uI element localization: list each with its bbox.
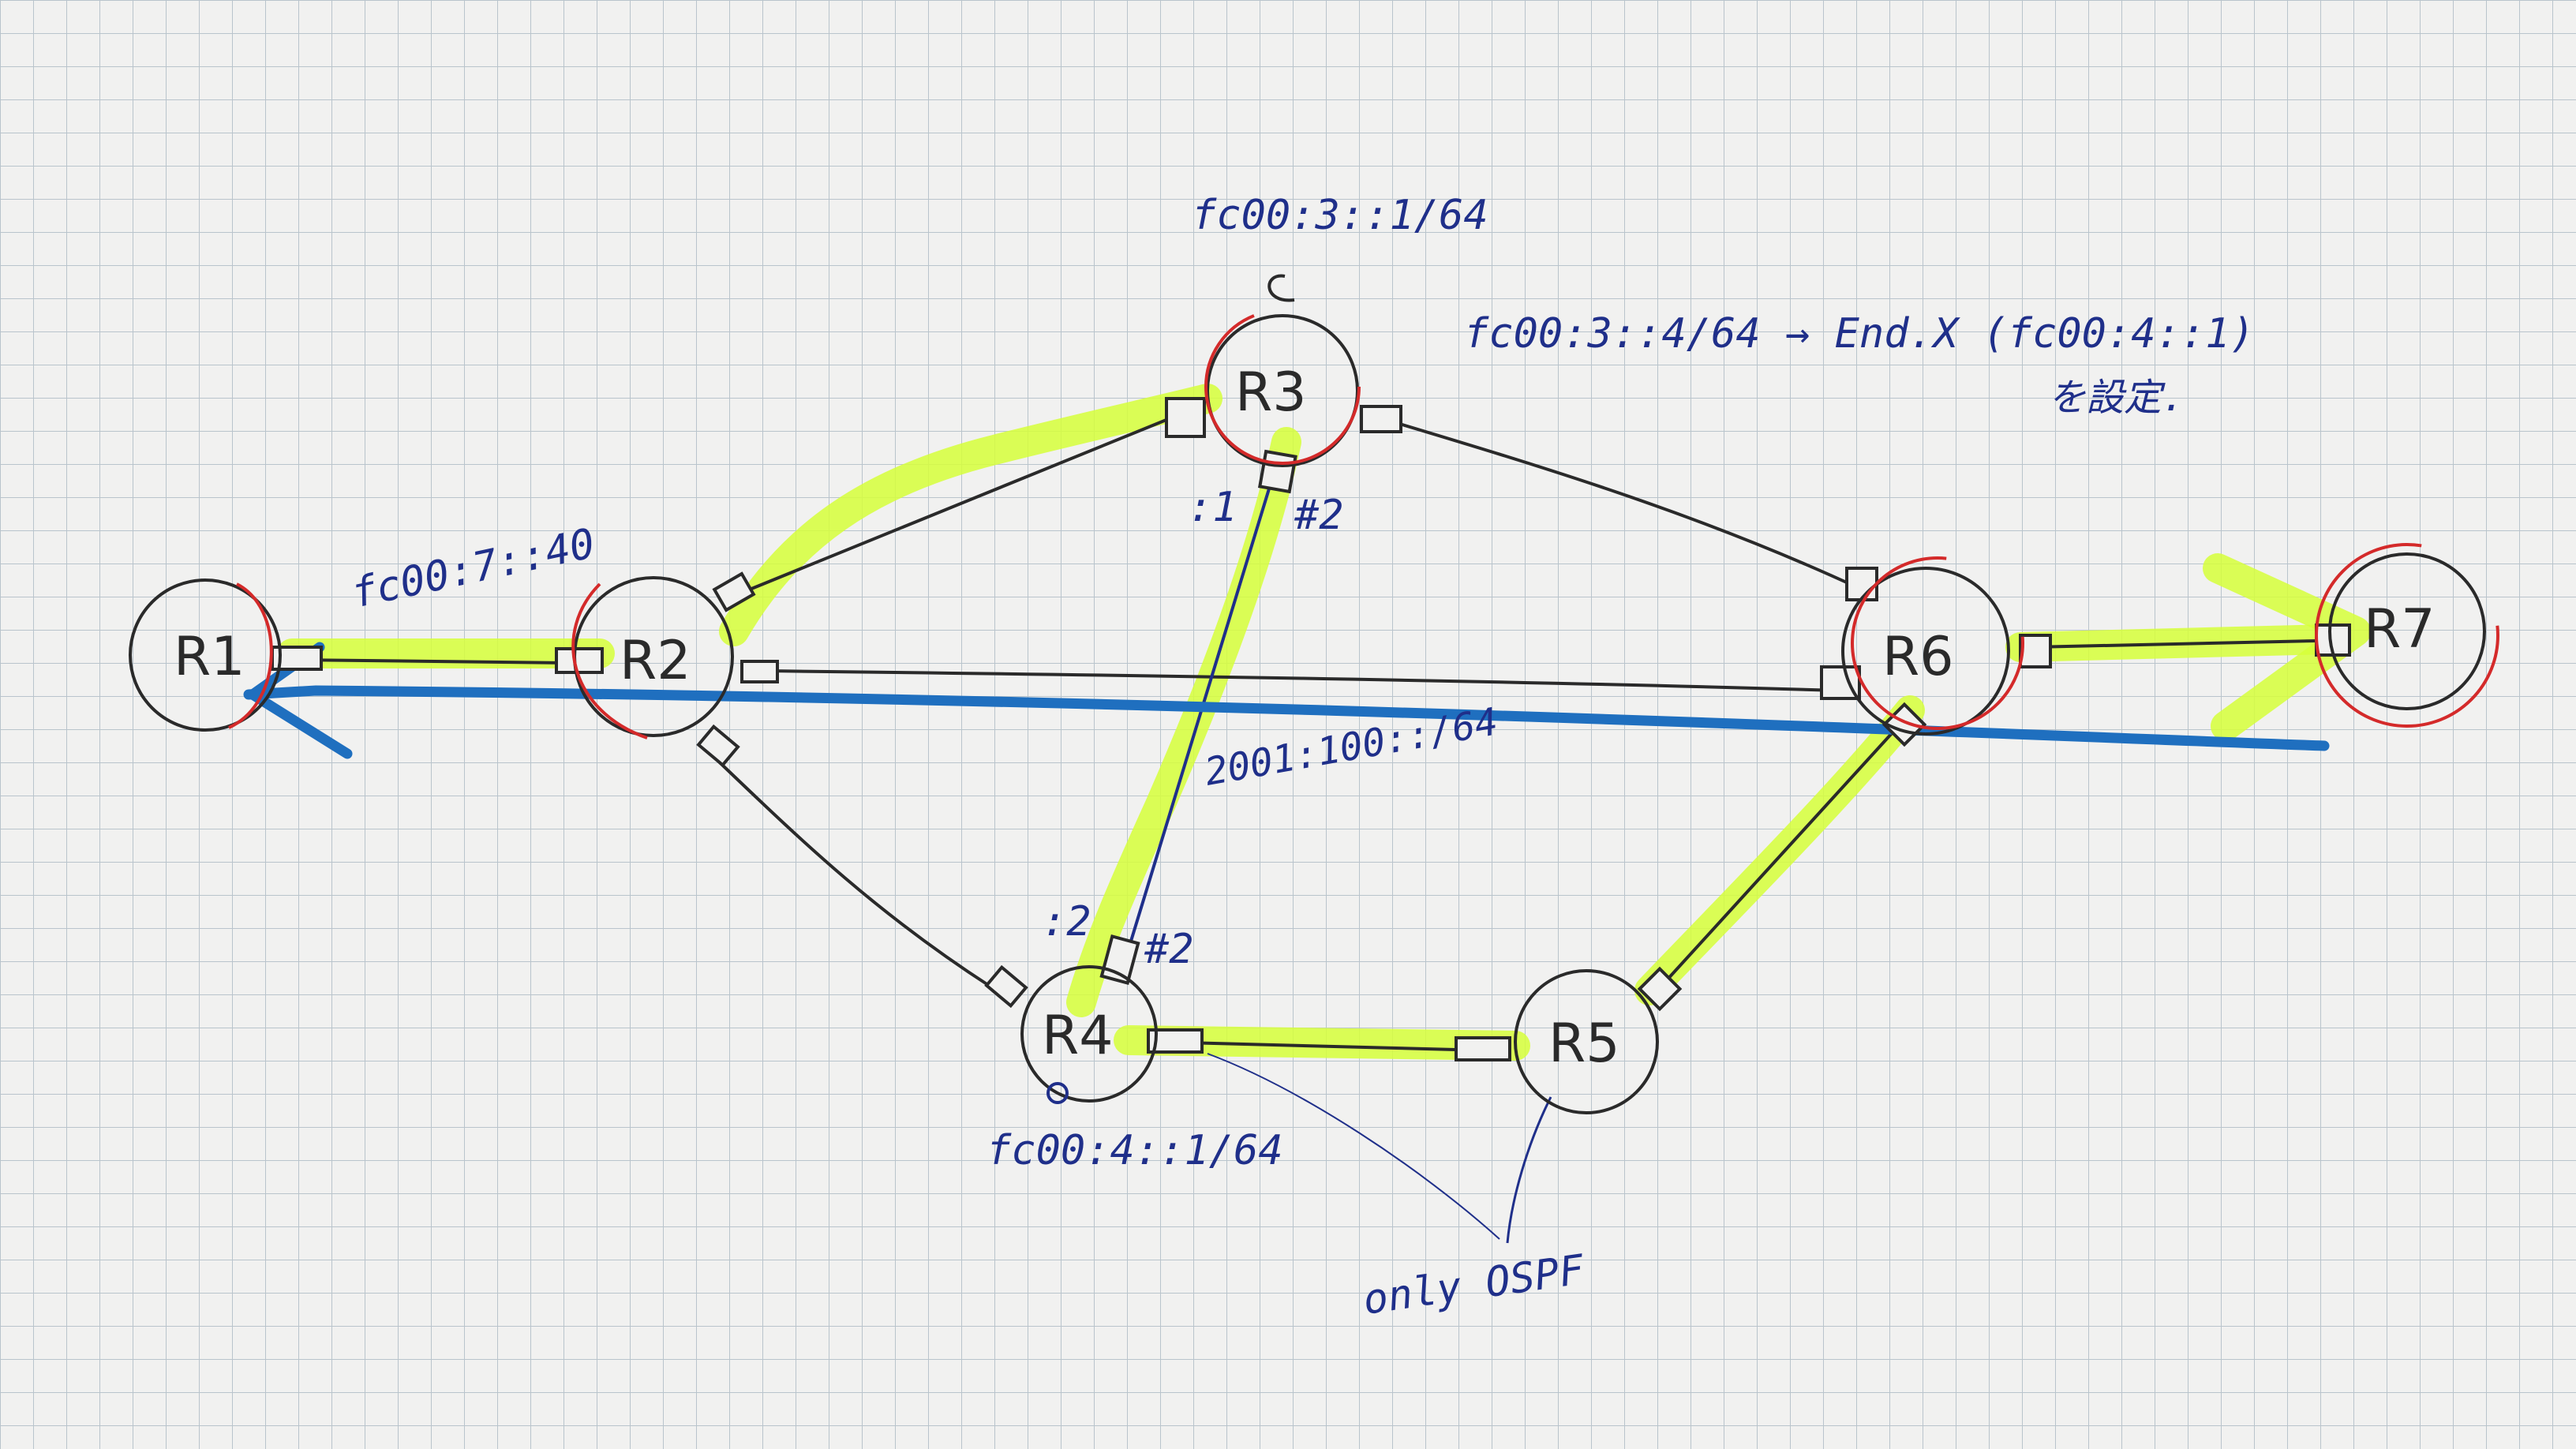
router-r7: R7 — [2315, 543, 2499, 728]
router-r7-label: R7 — [2364, 598, 2436, 661]
highlight-arrow-head — [2203, 553, 2371, 741]
router-r4-circle — [1020, 965, 1158, 1103]
router-r2-mark — [571, 582, 648, 739]
router-r3: R3 — [1204, 309, 1361, 467]
link-r2-r3 — [732, 413, 1181, 597]
router-r6-label: R6 — [1882, 626, 1954, 688]
r4-loopback-address: fc00:4::1/64 — [987, 1127, 1283, 1174]
r3-loopback-icon — [1267, 274, 1295, 302]
router-r1: R1 — [129, 578, 282, 732]
r3-r4-r3-side: :1 — [1188, 484, 1237, 531]
router-r1-label: R1 — [174, 626, 245, 688]
router-r6-mark — [1851, 556, 2024, 730]
r3-r4-r4-hash: #2 — [1144, 926, 1194, 973]
router-r3-label: R3 — [1235, 361, 1307, 424]
if-r2-r6 — [740, 660, 779, 683]
router-r5: R5 — [1514, 969, 1659, 1114]
r3-r4-r3-hash: #2 — [1294, 492, 1344, 539]
router-r2: R2 — [571, 576, 734, 739]
leader-r5-ospf — [1506, 1096, 1552, 1244]
router-r7-mark — [2315, 543, 2499, 728]
if-r4-r2 — [984, 964, 1028, 1009]
if-r2-r3 — [712, 571, 756, 612]
if-r5-r4 — [1455, 1036, 1511, 1061]
r3-loopback-address: fc00:3::1/64 — [1192, 192, 1488, 239]
link-r1-r2 — [294, 658, 570, 665]
if-r3-r2 — [1165, 397, 1206, 438]
if-r6-r3 — [1845, 567, 1878, 601]
return-path — [243, 685, 2330, 751]
if-r2-r1 — [555, 647, 604, 674]
router-r3-mark — [1204, 309, 1361, 465]
router-r5-label: R5 — [1548, 1013, 1620, 1075]
router-r2-label: R2 — [620, 630, 691, 692]
r4-loopback-icon — [1046, 1082, 1069, 1104]
interfaces — [271, 397, 2351, 1061]
router-r1-circle — [129, 578, 282, 732]
router-r4: R4 — [1020, 965, 1158, 1103]
link-r3-r6 — [1380, 417, 1860, 590]
if-r6-r7 — [2019, 634, 2052, 668]
router-r7-circle — [2328, 552, 2486, 710]
if-r5-r6 — [1637, 966, 1683, 1012]
router-r4-label: R4 — [1042, 1005, 1114, 1067]
link-r2-r4 — [705, 748, 992, 988]
router-r1-mark — [228, 582, 273, 729]
leader-r4-ospf — [1207, 1053, 1500, 1240]
router-r6-circle — [1841, 567, 2010, 736]
router-r6: R6 — [1841, 556, 2024, 736]
link-r2-r6 — [760, 669, 1840, 692]
r3-endx-sid: fc00:3::4/64 → End.X (fc00:4::1) — [1464, 310, 2255, 358]
link-r5-r6 — [1656, 721, 1904, 992]
link-r3-r4 — [1119, 457, 1280, 975]
if-r2-r4 — [696, 724, 740, 768]
if-r3-r4 — [1257, 449, 1297, 494]
r3-endx-note: を設定. — [2048, 376, 2185, 420]
highlight-r2-r3 — [719, 384, 1222, 646]
highlight-r3-r4 — [1066, 427, 1301, 1017]
if-r3-r6 — [1360, 405, 1402, 433]
link-r6-r7 — [2031, 639, 2318, 649]
router-r5-circle — [1514, 969, 1659, 1114]
r3-r4-r4-side: :2 — [1042, 898, 1091, 945]
